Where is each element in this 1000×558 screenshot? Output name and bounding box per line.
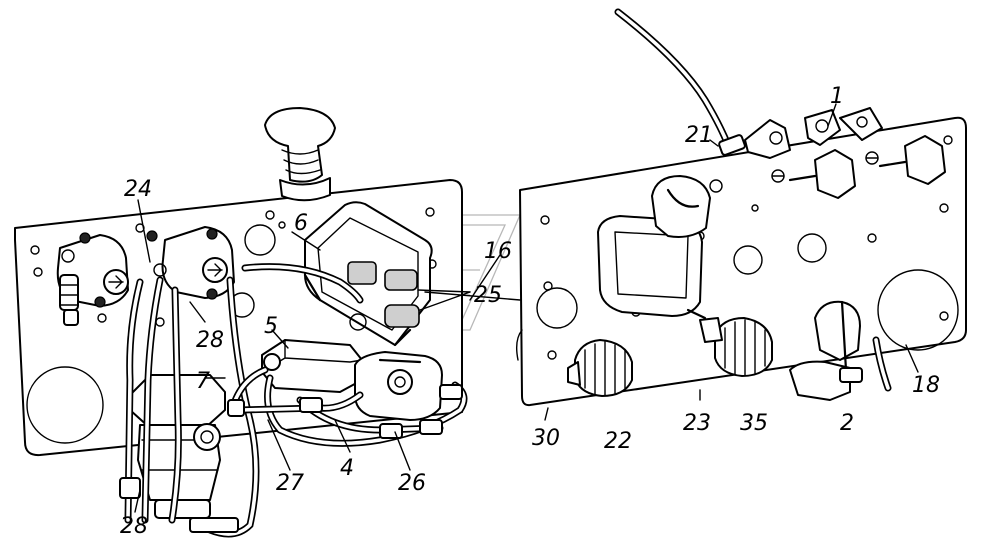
valve-block-6	[303, 201, 433, 347]
callout-35: 35	[740, 411, 768, 436]
callout-22: 22	[604, 429, 632, 454]
right-plate-holes	[536, 135, 959, 360]
callout-25: 25	[474, 283, 502, 308]
connector-group-1	[744, 107, 883, 159]
callout-labels: 24 6 16 25 28 5 7 27 4 26 28 1 21 18 30 …	[120, 84, 940, 539]
callout-2: 2	[840, 411, 854, 436]
valve-16	[597, 175, 723, 317]
lever-rubber-boot	[264, 107, 336, 202]
cable-21	[614, 8, 746, 156]
leader-lines	[134, 103, 919, 513]
callout-21: 21	[685, 123, 713, 148]
coupling-head-right	[146, 226, 235, 300]
callout-28-upper: 28	[196, 328, 224, 353]
callout-24: 24	[124, 177, 152, 202]
plate-fold-edge	[515, 329, 701, 401]
right-pipe-18	[839, 336, 892, 392]
callout-23: 23	[683, 411, 711, 436]
callout-18: 18	[912, 373, 940, 398]
callout-4: 4	[340, 456, 354, 481]
callout-30: 30	[532, 426, 560, 451]
knob-22	[567, 339, 633, 397]
left-panel-assembly	[14, 107, 468, 538]
toggle-switch-a	[771, 149, 856, 199]
callout-16: 16	[484, 239, 512, 264]
callout-1: 1	[830, 84, 844, 109]
coupling-head-left	[56, 232, 129, 326]
valve-2	[789, 300, 861, 401]
callout-7: 7	[196, 369, 210, 394]
right-panel-assembly	[515, 8, 967, 407]
callout-27: 27	[276, 471, 304, 496]
valve-5	[261, 339, 363, 393]
callout-6: 6	[294, 211, 308, 236]
valve-26	[354, 351, 443, 421]
callout-26: 26	[398, 471, 426, 496]
toggle-switch-b	[865, 135, 946, 185]
knob-35	[686, 308, 773, 377]
callout-28-lower: 28	[120, 514, 148, 539]
callout-5: 5	[264, 314, 278, 339]
